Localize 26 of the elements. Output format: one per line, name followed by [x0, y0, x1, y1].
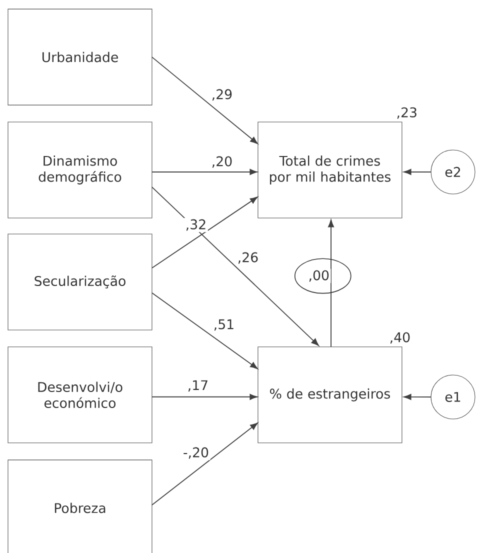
arrow [152, 422, 258, 506]
path-coefficient: ,20 [210, 154, 234, 170]
arrow [152, 394, 258, 400]
variable-box: Pobreza [8, 460, 152, 553]
variable-box: Desenvolvi/o económico [8, 346, 152, 444]
variable-box: Total de crimes por mil habitantes [258, 122, 402, 218]
path-coefficient: ,32 [184, 218, 208, 232]
arrow [152, 292, 258, 370]
arrow [152, 186, 319, 346]
variable-box: Urbanidade [8, 8, 152, 106]
arrow [152, 56, 258, 144]
r-squared-label: ,23 [397, 107, 416, 119]
arrow [152, 196, 258, 268]
r-squared-label: ,40 [390, 332, 410, 344]
arrow [328, 220, 334, 348]
path-coefficient: -,20 [182, 446, 210, 460]
variable-box: Dinamismo demográfico [8, 122, 152, 218]
path-coefficient: ,29 [210, 88, 234, 102]
arrow [404, 394, 432, 400]
variable-box: Secularização [8, 234, 152, 330]
path-coefficient: ,17 [186, 379, 210, 393]
path-coefficient: ,51 [212, 318, 236, 332]
path-coefficient: ,26 [236, 250, 260, 266]
arrow [404, 168, 432, 175]
variable-box: % de estrangeiros [258, 346, 402, 444]
arrow [152, 168, 258, 175]
